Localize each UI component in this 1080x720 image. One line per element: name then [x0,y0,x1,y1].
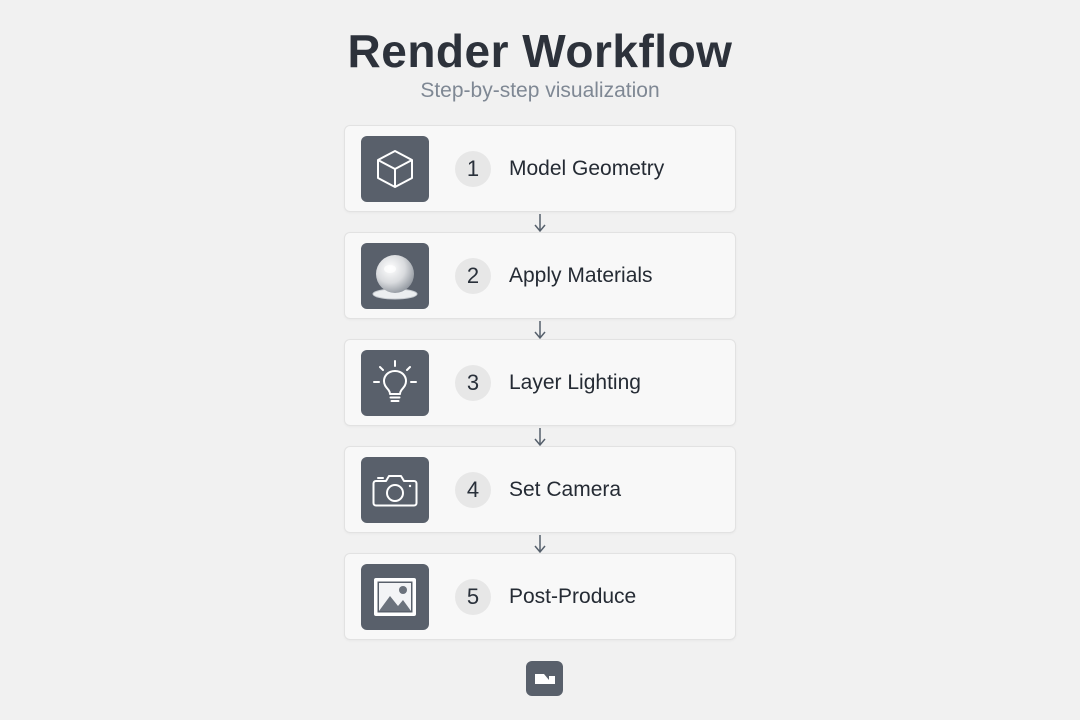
page-subtitle: Step-by-step visualization [420,79,660,102]
step-label: Model Geometry [509,157,665,180]
page-title: Render Workflow [347,25,733,77]
image-icon [361,564,429,630]
step-number: 3 [455,365,491,401]
material-sphere-icon [361,243,429,309]
app-logo-icon [526,661,563,696]
step-label: Post-Produce [509,585,637,608]
cube-icon [361,136,429,202]
step-number: 5 [455,579,491,615]
step-number: 2 [455,258,491,294]
step-card-layer-lighting: 3 Layer Lighting [344,339,736,426]
down-arrow-icon [534,213,546,233]
step-label: Apply Materials [509,264,653,287]
camera-icon [361,457,429,523]
down-arrow-icon [534,320,546,340]
step-label: Layer Lighting [509,371,641,394]
step-number: 1 [455,151,491,187]
step-card-model-geometry: 1 Model Geometry [344,125,736,212]
step-number: 4 [455,472,491,508]
down-arrow-icon [534,534,546,554]
step-label: Set Camera [509,478,622,501]
step-card-set-camera: 4 Set Camera [344,446,736,533]
step-card-apply-materials: 2 Apply Materials [344,232,736,319]
lightbulb-icon [361,350,429,416]
step-card-post-produce: 5 Post-Produce [344,553,736,640]
down-arrow-icon [534,427,546,447]
